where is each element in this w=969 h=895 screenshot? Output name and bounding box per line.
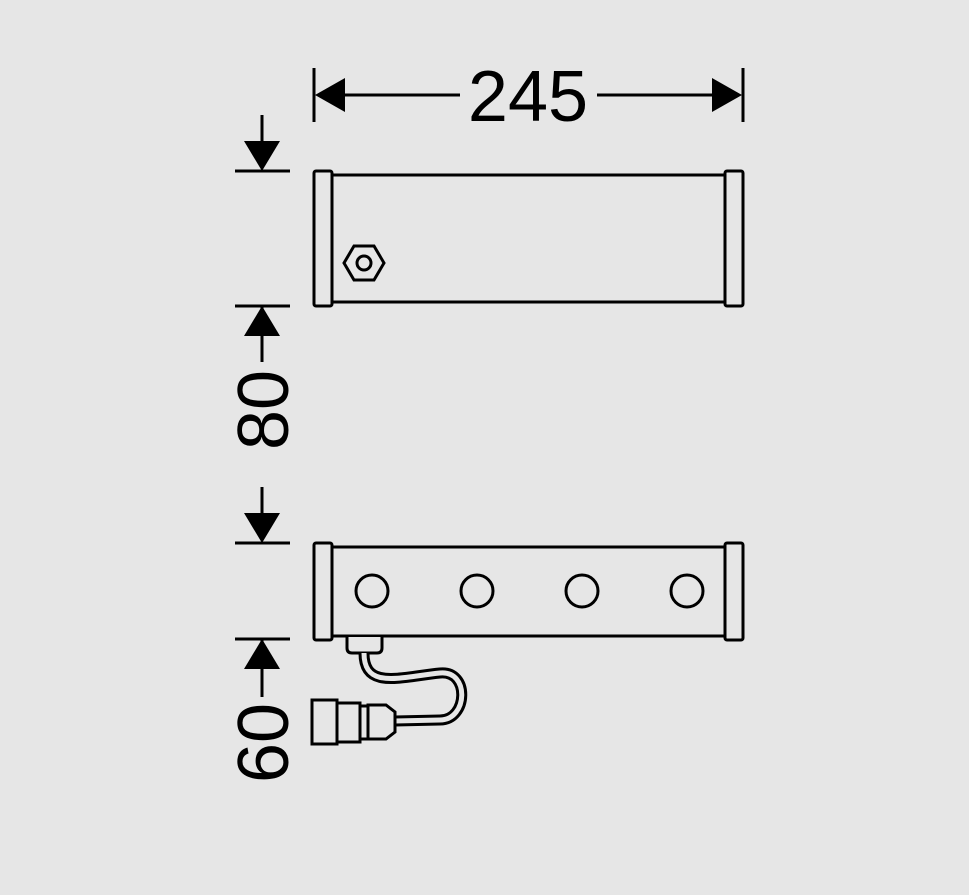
- end-cap-right: [723, 169, 745, 308]
- width-label: 245: [468, 57, 588, 137]
- arrow-left-icon: [315, 78, 345, 112]
- connector-sleeve: [335, 701, 362, 744]
- arrow-right-icon: [712, 78, 742, 112]
- luminaire-front-view: [312, 541, 745, 642]
- height-label-front: 60: [224, 703, 304, 783]
- cable-connector: [310, 637, 468, 746]
- cable-gland-hex-icon: [342, 244, 386, 282]
- led-lens: [564, 573, 600, 609]
- end-cap-right: [723, 541, 745, 642]
- led-lens: [459, 573, 495, 609]
- cable-gland-hole: [355, 254, 373, 272]
- height-dimension-front: 60: [224, 487, 304, 783]
- cable-gland: [345, 637, 384, 655]
- arrow-down-icon: [244, 513, 280, 543]
- housing-body: [330, 545, 727, 638]
- led-lens: [354, 573, 390, 609]
- arrow-up-icon: [244, 306, 280, 336]
- height-dimension-top: 80: [224, 115, 304, 450]
- end-cap-left: [312, 169, 334, 308]
- luminaire-top-view: [312, 169, 745, 308]
- housing-body: [330, 173, 727, 304]
- led-lens: [669, 573, 705, 609]
- end-cap-left: [312, 541, 334, 642]
- height-label-top: 80: [224, 370, 304, 450]
- width-dimension: 245: [312, 57, 745, 137]
- arrow-up-icon: [244, 639, 280, 669]
- cable-inner: [361, 652, 465, 724]
- connector-plug: [310, 698, 339, 746]
- connector-nut: [366, 703, 397, 741]
- arrow-down-icon: [244, 141, 280, 171]
